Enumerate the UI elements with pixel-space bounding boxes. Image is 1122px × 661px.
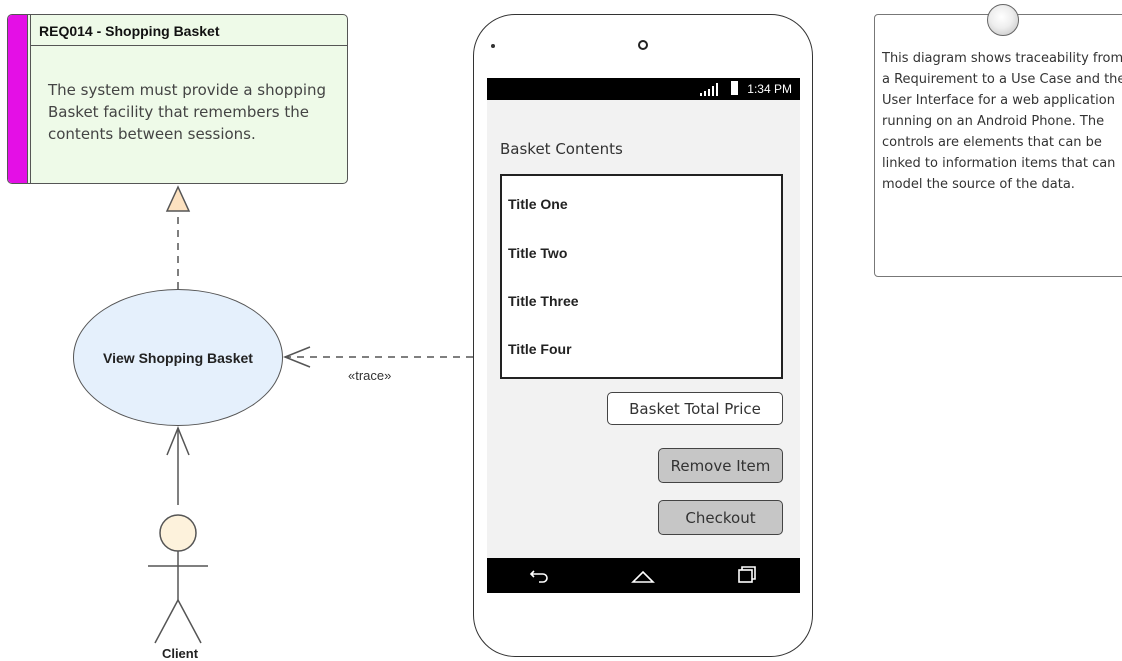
realization-arrowhead (165, 185, 191, 212)
diagram-note[interactable]: This diagram shows traceability from a R… (874, 14, 1122, 277)
android-phone[interactable]: 1:34 PM Basket Contents Title One Title … (473, 14, 813, 657)
requirement-stripe (8, 15, 28, 183)
basket-heading: Basket Contents (500, 140, 623, 158)
actor-figure[interactable] (148, 514, 208, 644)
note-text: This diagram shows traceability from a R… (882, 51, 1122, 192)
basket-total-price-field[interactable]: Basket Total Price (607, 392, 783, 425)
trace-arrowhead (282, 346, 311, 368)
use-case-view-shopping-basket[interactable]: View Shopping Basket (73, 289, 283, 426)
list-item[interactable]: Title Four (508, 341, 572, 357)
use-case-label: View Shopping Basket (103, 349, 253, 366)
list-item[interactable]: Title One (508, 196, 568, 212)
back-icon[interactable] (528, 558, 552, 593)
requirement-divider (30, 15, 31, 183)
association-arrowhead (166, 426, 190, 456)
basket-item-list[interactable]: Title One Title Two Title Three Title Fo… (500, 174, 783, 379)
list-item[interactable]: Title Three (508, 293, 579, 309)
battery-icon (731, 81, 738, 95)
android-nav-bar (487, 558, 800, 593)
requirement-element[interactable]: REQ014 - Shopping Basket The system must… (7, 14, 348, 184)
status-time: 1:34 PM (747, 82, 792, 96)
home-icon[interactable] (631, 558, 655, 593)
recent-apps-icon[interactable] (734, 558, 758, 593)
requirement-description: The system must provide a shopping Baske… (48, 81, 327, 143)
phone-sensor-dot (491, 44, 495, 48)
status-bar: 1:34 PM (487, 78, 800, 100)
checkout-button[interactable]: Checkout (658, 500, 783, 535)
signal-icon (700, 82, 718, 96)
note-pin-icon (987, 4, 1019, 36)
phone-camera-icon (638, 40, 648, 50)
list-item[interactable]: Title Two (508, 245, 568, 261)
remove-item-button[interactable]: Remove Item (658, 448, 783, 483)
actor-label: Client (161, 646, 199, 661)
phone-screen: 1:34 PM Basket Contents Title One Title … (487, 78, 800, 593)
requirement-title: REQ014 - Shopping Basket (31, 15, 347, 46)
trace-label: «trace» (348, 368, 392, 383)
